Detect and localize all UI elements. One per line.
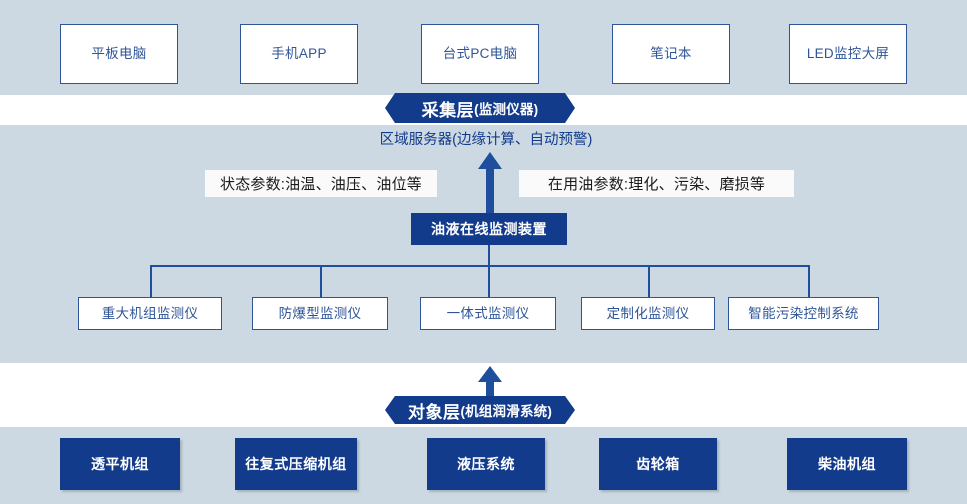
regional-server-label: 区域服务器(边缘计算、自动预警): [379, 132, 593, 148]
terminal-label: 手机APP: [271, 46, 327, 62]
equipment-box-hydraulic-system[interactable]: 液压系统: [427, 438, 545, 490]
banner-title: 采集层: [421, 100, 475, 120]
parameter-label: 在用油参数:理化、污染、磨损等: [547, 176, 766, 193]
device-hub-label: 油液在线监测装置: [431, 220, 547, 237]
connector-drop-2: [320, 265, 322, 298]
device-hub-box[interactable]: 油液在线监测装置: [411, 213, 567, 245]
equipment-box-diesel-unit[interactable]: 柴油机组: [787, 438, 907, 490]
device-label: 防爆型监测仪: [278, 305, 362, 321]
connector-drop-4: [648, 265, 650, 298]
equipment-label: 齿轮箱: [636, 455, 680, 472]
device-label: 一体式监测仪: [446, 305, 530, 321]
terminal-label: LED监控大屏: [806, 46, 890, 62]
equipment-label: 液压系统: [457, 455, 515, 472]
parameter-chip-status: 状态参数:油温、油压、油位等: [205, 170, 437, 197]
device-label: 智能污染控制系统: [748, 305, 859, 321]
connector-drop-3: [488, 265, 490, 298]
terminal-box-desktop-pc[interactable]: 台式PC电脑: [421, 24, 539, 84]
terminal-box-led-screen[interactable]: LED监控大屏: [789, 24, 907, 84]
banner-object-layer: 对象层 (机组润滑系统): [385, 396, 575, 424]
device-box-customized-monitor[interactable]: 定制化监测仪: [581, 297, 715, 330]
equipment-label: 往复式压缩机组: [245, 455, 347, 472]
equipment-label: 透平机组: [91, 455, 149, 472]
equipment-box-turbine-unit[interactable]: 透平机组: [60, 438, 180, 490]
connector-bus: [150, 265, 808, 267]
banner-title: 对象层: [407, 402, 461, 422]
device-box-major-unit-monitor[interactable]: 重大机组监测仪: [78, 297, 222, 330]
terminal-label: 笔记本: [650, 46, 692, 62]
connector-drop-5: [808, 265, 810, 298]
terminal-label: 平板电脑: [91, 46, 147, 62]
arrow-up-to-server: [477, 152, 503, 214]
parameter-chip-inuse-oil: 在用油参数:理化、污染、磨损等: [519, 170, 794, 197]
device-box-smart-contamination-control[interactable]: 智能污染控制系统: [728, 297, 879, 330]
device-label: 定制化监测仪: [606, 305, 690, 321]
device-label: 重大机组监测仪: [101, 305, 199, 321]
device-box-integrated-monitor[interactable]: 一体式监测仪: [420, 297, 556, 330]
terminal-box-laptop[interactable]: 笔记本: [612, 24, 730, 84]
connector-trunk: [488, 245, 490, 265]
arrow-up-to-collection: [477, 366, 503, 400]
equipment-box-reciprocating-compressor[interactable]: 往复式压缩机组: [235, 438, 357, 490]
connector-drop-1: [150, 265, 152, 298]
terminal-box-mobile-app[interactable]: 手机APP: [240, 24, 358, 84]
equipment-label: 柴油机组: [818, 455, 876, 472]
equipment-box-gearbox[interactable]: 齿轮箱: [599, 438, 717, 490]
terminal-box-tablet[interactable]: 平板电脑: [60, 24, 178, 84]
banner-subtitle: (监测仪器): [474, 102, 539, 117]
terminal-label: 台式PC电脑: [442, 46, 518, 62]
banner-collection-layer: 采集层(监测仪器): [385, 93, 575, 123]
device-box-explosionproof-monitor[interactable]: 防爆型监测仪: [252, 297, 388, 330]
banner-subtitle: (机组润滑系统): [460, 404, 553, 419]
parameter-label: 状态参数:油温、油压、油位等: [220, 176, 422, 193]
